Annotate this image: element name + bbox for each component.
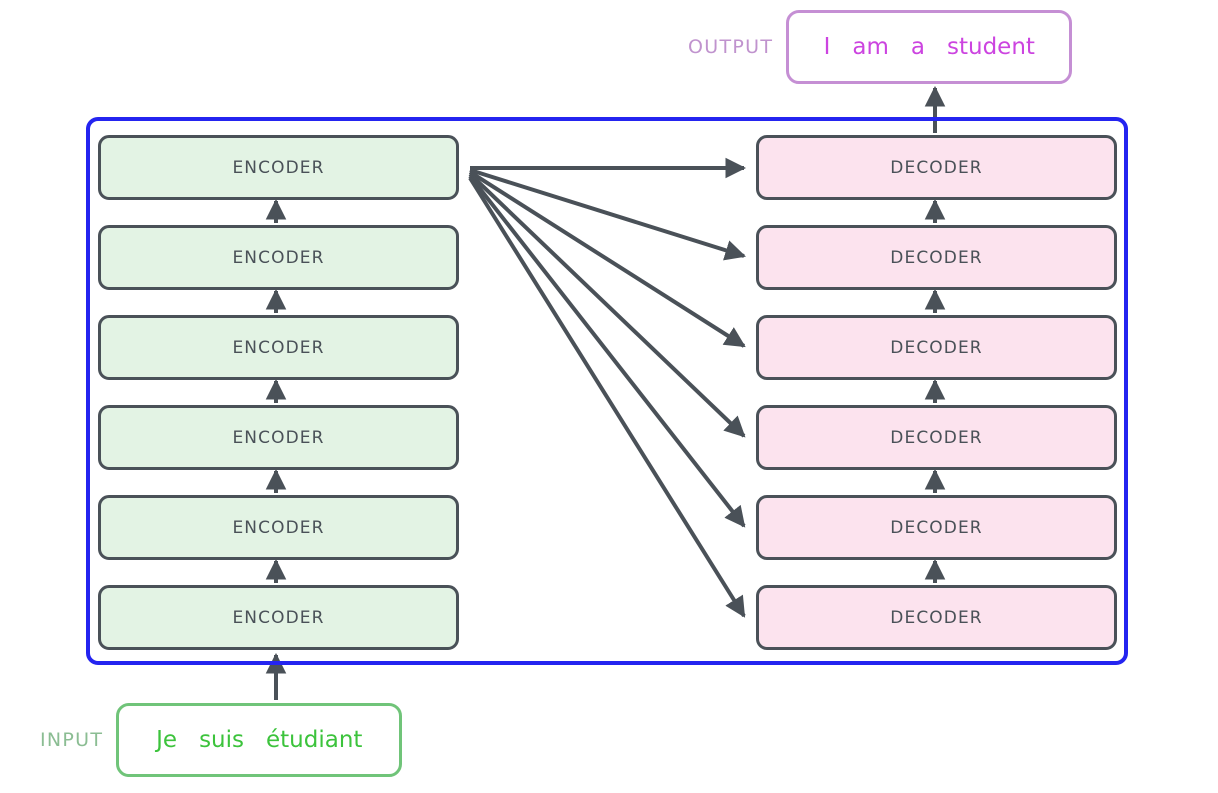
output-row: OUTPUT I am a student xyxy=(688,10,1073,84)
encoder-block[interactable]: ENCODER xyxy=(98,405,459,470)
encoder-block[interactable]: ENCODER xyxy=(98,585,459,650)
decoder-block[interactable]: DECODER xyxy=(756,315,1117,380)
decoder-block[interactable]: DECODER xyxy=(756,585,1117,650)
input-box: Je suis étudiant xyxy=(116,703,403,777)
input-token: Je xyxy=(156,727,178,753)
decoder-block[interactable]: DECODER xyxy=(756,135,1117,200)
output-token: am xyxy=(852,34,889,60)
encoder-stack: ENCODER ENCODER ENCODER ENCODER ENCODER … xyxy=(98,135,459,650)
encoder-block[interactable]: ENCODER xyxy=(98,225,459,290)
decoder-block[interactable]: DECODER xyxy=(756,495,1117,560)
decoder-block[interactable]: DECODER xyxy=(756,225,1117,290)
decoder-stack: DECODER DECODER DECODER DECODER DECODER … xyxy=(756,135,1117,650)
output-token: I xyxy=(823,34,831,60)
input-token: étudiant xyxy=(266,727,363,753)
input-label: INPUT xyxy=(40,729,104,751)
output-label: OUTPUT xyxy=(688,36,774,58)
output-token: student xyxy=(946,34,1035,60)
encoder-block[interactable]: ENCODER xyxy=(98,315,459,380)
input-token: suis xyxy=(199,727,245,753)
encoder-block[interactable]: ENCODER xyxy=(98,135,459,200)
output-token: a xyxy=(910,34,925,60)
input-row: INPUT Je suis étudiant xyxy=(40,703,403,777)
output-box: I am a student xyxy=(786,10,1073,84)
model-container xyxy=(86,117,1128,665)
encoder-block[interactable]: ENCODER xyxy=(98,495,459,560)
decoder-block[interactable]: DECODER xyxy=(756,405,1117,470)
